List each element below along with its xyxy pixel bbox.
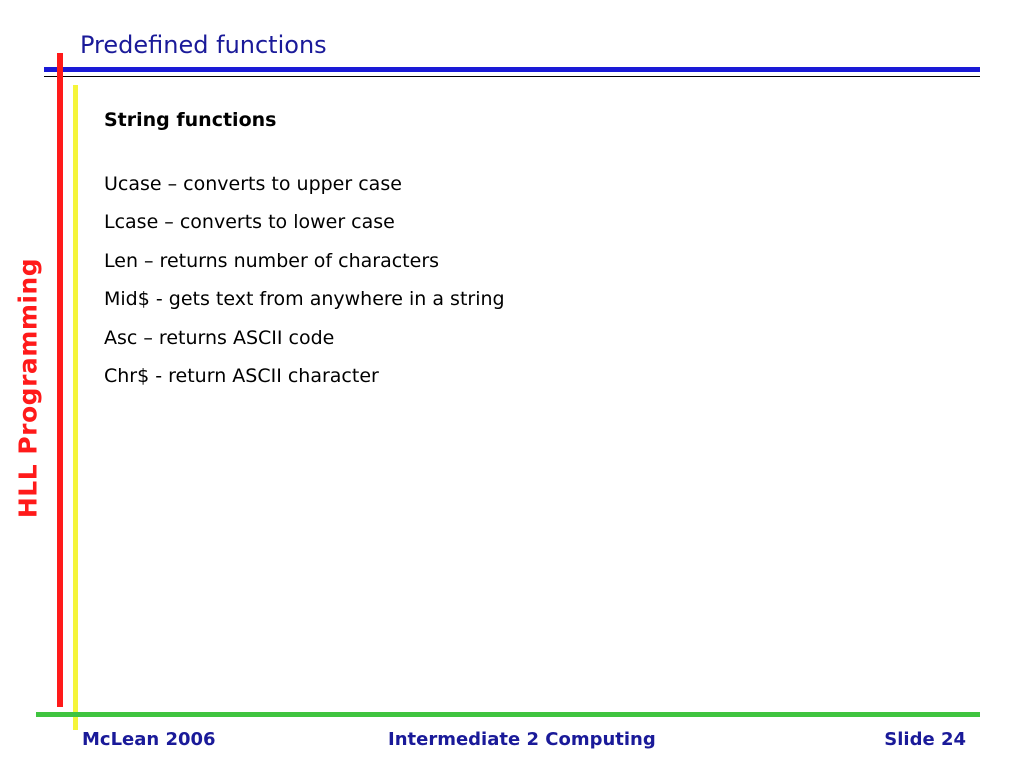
function-list: Ucase – converts to upper case Lcase – c…	[104, 172, 964, 388]
title-underline-blue	[44, 67, 980, 72]
left-bar-yellow	[73, 85, 78, 730]
list-item-asc: Asc – returns ASCII code	[104, 326, 335, 349]
side-label: HLL Programming	[13, 257, 43, 519]
left-bar-red	[57, 53, 63, 707]
slide-content: String functions Ucase – converts to upp…	[104, 108, 964, 402]
list-item-mid: Mid$ - gets text from anywhere in a stri…	[104, 288, 505, 311]
section-heading: String functions	[104, 109, 277, 131]
footer-author: McLean 2006	[82, 729, 216, 750]
footer-course: Intermediate 2 Computing	[388, 729, 656, 750]
footer-rule-green	[36, 712, 980, 717]
slide-title: Predefined functions	[80, 31, 327, 59]
list-item-chr: Chr$ - return ASCII character	[104, 364, 379, 387]
title-underline-thin	[44, 76, 980, 77]
footer-slide-number: Slide 24	[884, 729, 966, 750]
list-item-len: Len – returns number of characters	[104, 249, 440, 272]
list-item-ucase: Ucase – converts to upper case	[104, 173, 402, 195]
list-item-lcase: Lcase – converts to lower case	[104, 211, 395, 234]
